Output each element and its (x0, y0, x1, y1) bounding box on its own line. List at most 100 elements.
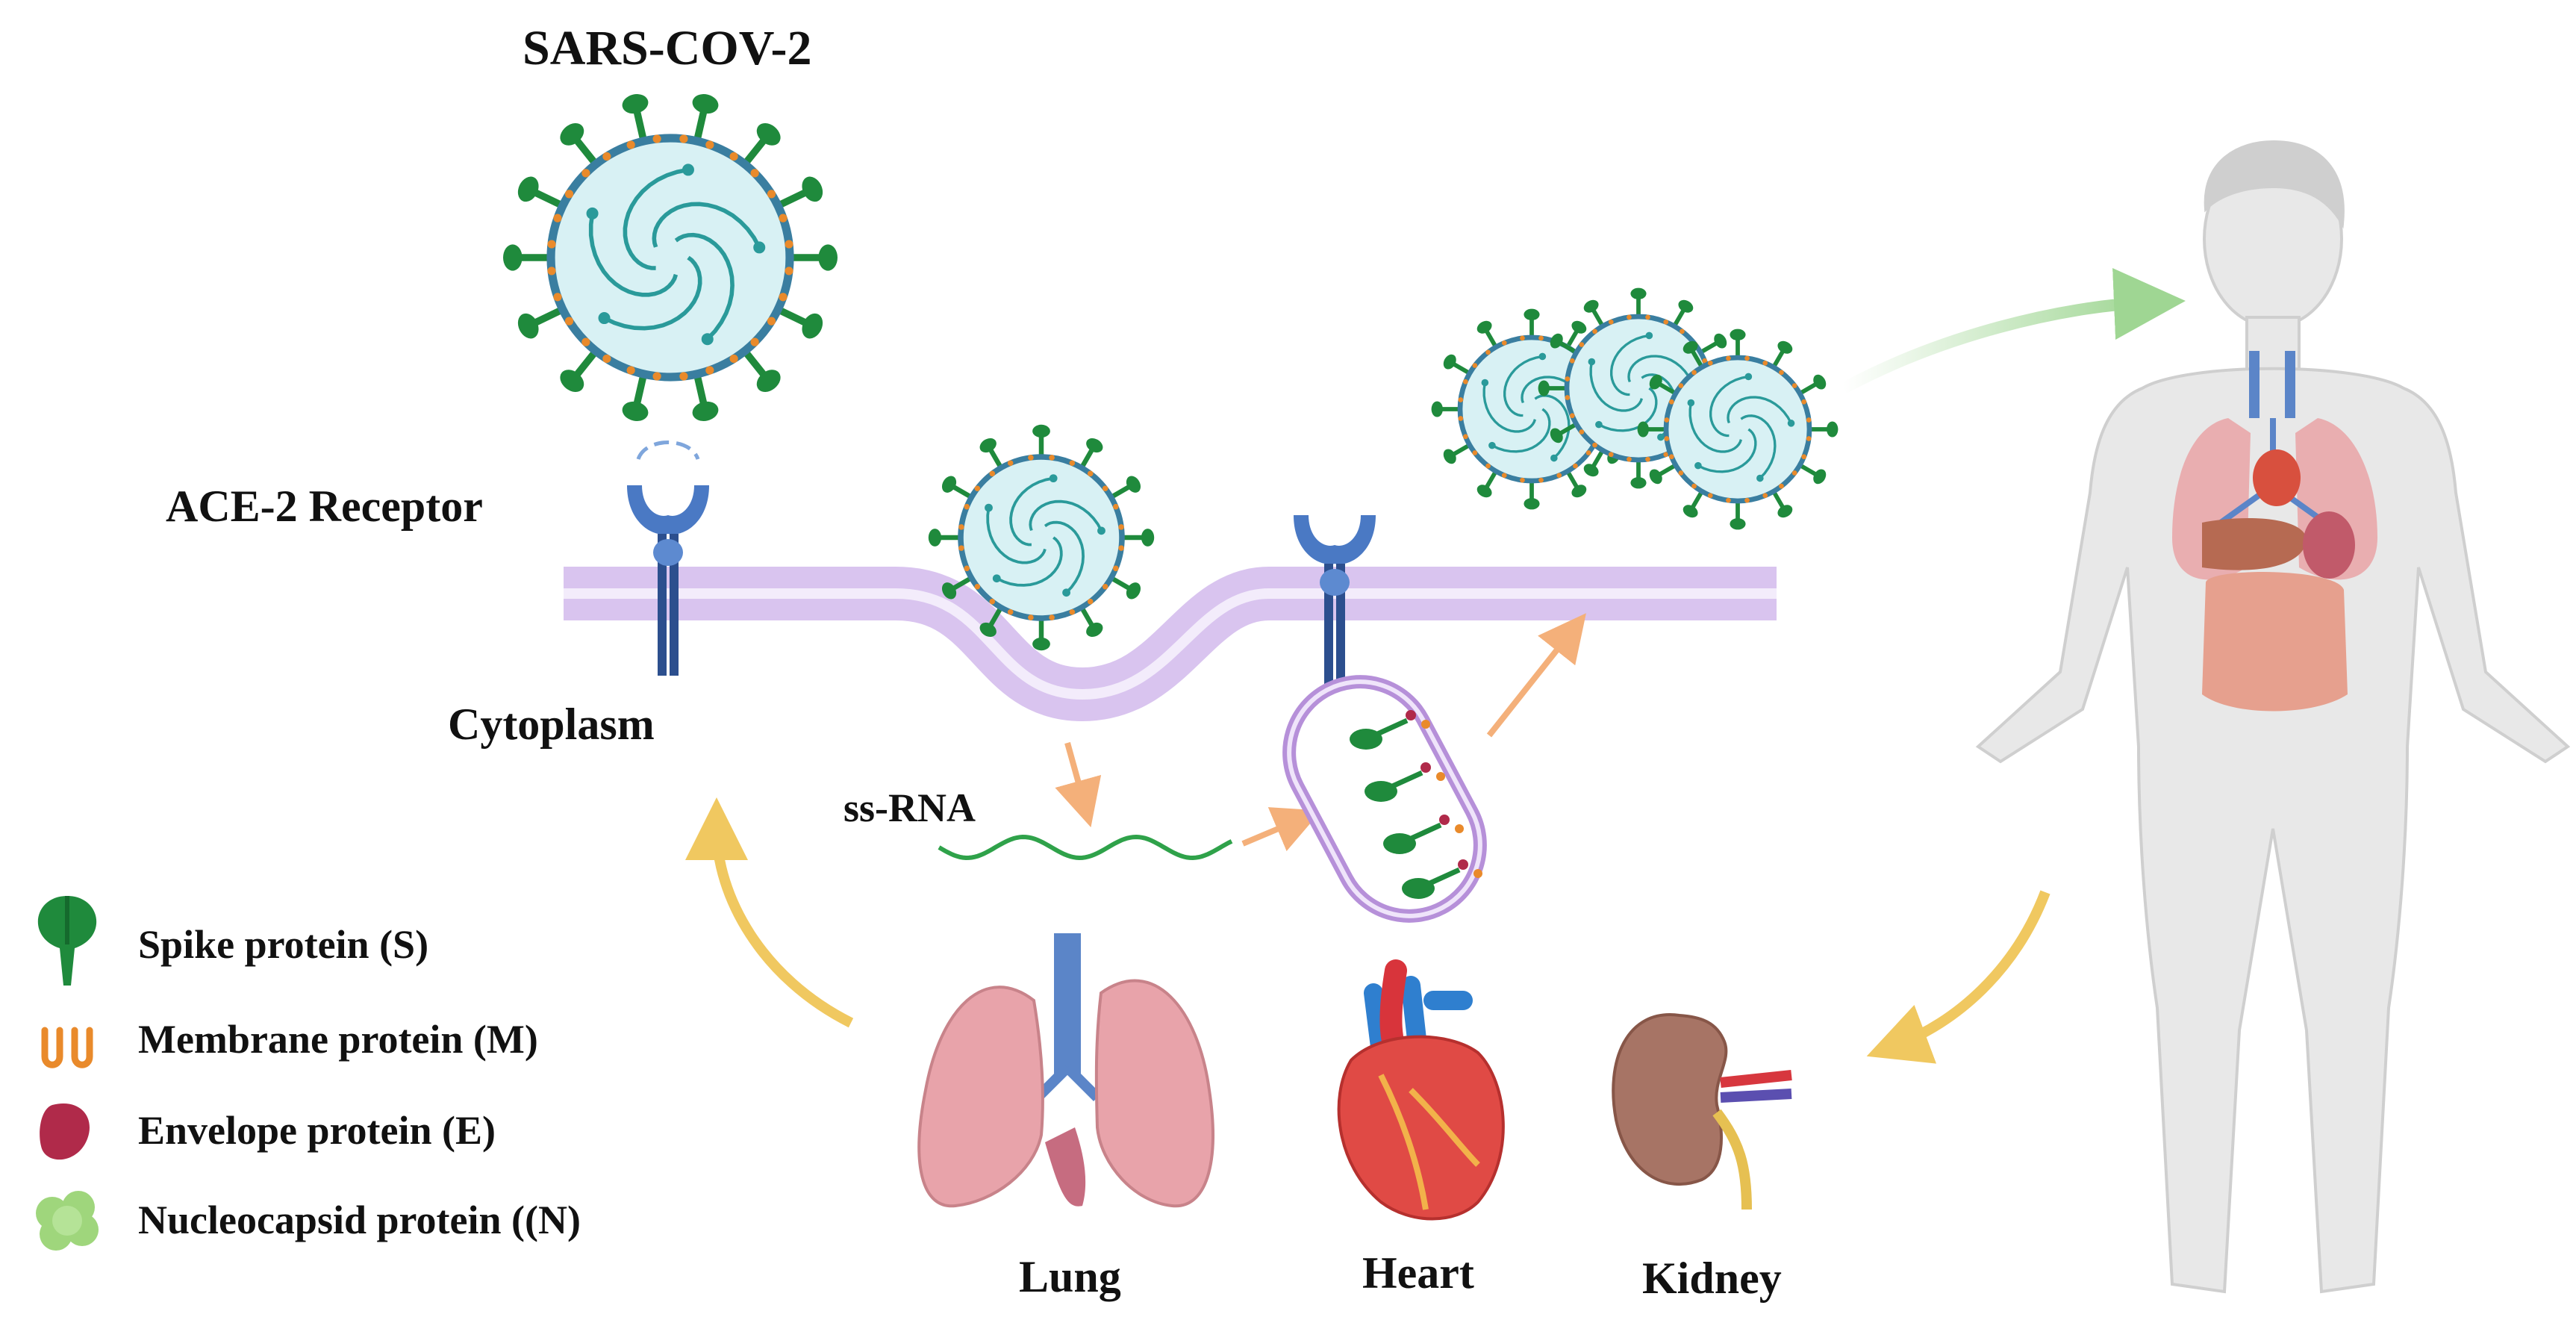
membrane-protein (974, 583, 981, 590)
spike-head (1649, 469, 1662, 485)
spike-head (1730, 329, 1746, 340)
membrane-protein (767, 317, 776, 326)
nucleocapsid-bead (1538, 352, 1547, 361)
membrane-protein (1801, 399, 1807, 405)
rna-coil (1727, 396, 1792, 424)
spike-head (1571, 485, 1587, 498)
membrane-protein (1007, 460, 1014, 467)
membrane-protein (1102, 485, 1108, 492)
membrane-protein (626, 366, 635, 375)
membrane-protein (705, 366, 714, 375)
membrane-protein (1791, 383, 1797, 388)
virion-entering-cell (928, 424, 1155, 651)
spike-head (517, 313, 539, 339)
membrane-protein (1801, 454, 1807, 460)
membrane-protein (767, 190, 776, 199)
membrane-protein (1565, 395, 1571, 400)
membrane-protein (1501, 340, 1507, 346)
membrane-protein (1608, 319, 1614, 325)
membrane-protein (1691, 483, 1697, 489)
spike-head (1032, 424, 1050, 438)
spike-head (1682, 340, 1698, 354)
nucleocapsid-bead (1588, 358, 1596, 366)
membrane-protein (1779, 483, 1784, 489)
cell-membrane (564, 567, 1777, 722)
spike-head (1682, 505, 1698, 518)
membrane-protein (1702, 358, 1708, 364)
released-virion (1637, 329, 1839, 530)
spike-head (1524, 498, 1540, 510)
nascent-envelope (1439, 815, 1450, 825)
membrane-protein (1592, 329, 1597, 334)
spike-head (756, 123, 781, 146)
membrane-protein (1744, 355, 1750, 361)
nucleocapsid-bead (992, 574, 1001, 583)
rna-coil (1598, 387, 1658, 432)
virus-envelope (546, 134, 794, 382)
spike-head (622, 94, 649, 114)
membrane-protein (553, 214, 562, 222)
membrane-protein (1592, 442, 1597, 448)
membrane-protein (1472, 450, 1478, 455)
spike-head (1550, 333, 1563, 349)
nascent-spike-head (1350, 729, 1382, 750)
heart-label: Heart (1362, 1248, 1474, 1298)
membrane-protein (1707, 360, 1713, 366)
arrow-er-to-release (1486, 613, 1586, 738)
membrane-protein (1520, 335, 1525, 341)
nucleocapsid-bead (1488, 441, 1496, 449)
nascent-membrane (1436, 772, 1445, 781)
spike-head (1141, 529, 1155, 547)
membrane-protein (679, 372, 688, 381)
membrane-protein (1779, 370, 1784, 376)
arrow-to-cytoplasm (685, 797, 854, 1028)
membrane-protein (1664, 417, 1670, 423)
rna-coil (1627, 355, 1693, 383)
membrane-protein (729, 354, 738, 364)
membrane-protein (1726, 497, 1731, 503)
membrane-protein (1565, 376, 1571, 382)
nucleocapsid-bead (1645, 331, 1653, 340)
spike-head (1086, 438, 1103, 453)
membrane-protein (785, 240, 793, 249)
spike-head (756, 370, 781, 392)
membrane-protein (1569, 413, 1575, 419)
nascent-membrane (1473, 869, 1482, 878)
sars-cov-2-virion (503, 94, 838, 421)
human-body-figure (1975, 140, 2571, 1294)
rna-coil (603, 255, 702, 331)
nascent-spike-head (1365, 781, 1397, 802)
membrane-protein (785, 267, 793, 275)
membrane-protein (581, 337, 590, 346)
membrane-protein (1049, 614, 1055, 620)
nascent-envelope (1420, 762, 1431, 773)
membrane-protein (1691, 370, 1697, 376)
membrane-protein (779, 214, 788, 222)
membrane-protein (1087, 598, 1094, 605)
nascent-envelope (1458, 859, 1468, 870)
membrane-protein (1579, 429, 1585, 435)
membrane-protein (1645, 456, 1650, 462)
spike-head (622, 401, 649, 421)
nucleocapsid-bead (753, 241, 766, 254)
spike-head (1476, 485, 1492, 498)
membrane-protein (602, 152, 611, 161)
ss-rna-label: ss-RNA (843, 785, 976, 830)
membrane-protein (1663, 319, 1669, 325)
membrane-protein (564, 190, 574, 199)
legend-envelope-label: Envelope protein (E) (138, 1108, 496, 1153)
spike-head (1730, 518, 1746, 530)
membrane-protein (602, 354, 611, 364)
membrane-protein (1049, 455, 1055, 461)
membrane-protein (1645, 314, 1650, 320)
spike-head (979, 438, 997, 453)
rna-coil (1029, 499, 1103, 532)
spike-head (1126, 476, 1141, 493)
membrane-protein (750, 169, 759, 178)
spike-head (1678, 299, 1694, 313)
rna-coil (996, 536, 1063, 587)
ace2-receptor-label: ACE-2 Receptor (166, 482, 483, 531)
spike-head (1032, 637, 1050, 651)
nascent-membrane (1455, 824, 1464, 833)
rna-coil (674, 232, 735, 341)
